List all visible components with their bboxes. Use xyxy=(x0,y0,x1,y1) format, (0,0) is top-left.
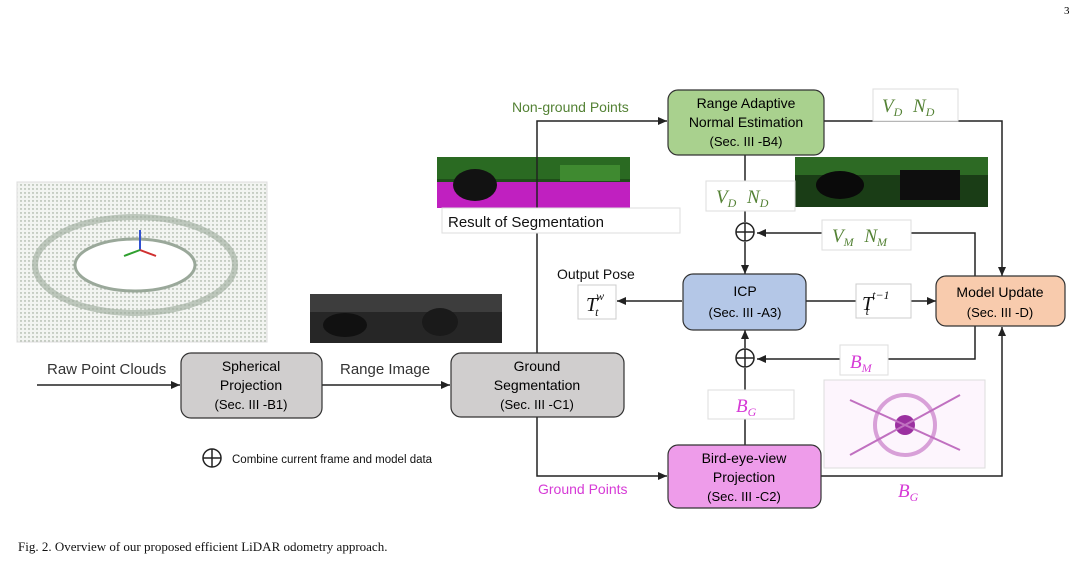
svg-text:(Sec. III -C1): (Sec. III -C1) xyxy=(500,397,574,412)
non-ground-points-image xyxy=(795,157,988,207)
result-of-segmentation-label: Result of Segmentation xyxy=(448,214,604,231)
bird-eye-view-image xyxy=(823,379,986,469)
segmentation-result-image xyxy=(437,157,630,208)
svg-text:Projection: Projection xyxy=(713,469,775,485)
svg-text:VD ND: VD ND xyxy=(882,96,935,121)
svg-text:Model Update: Model Update xyxy=(956,284,1043,300)
vd-nd-mid-label: VD ND xyxy=(705,180,796,212)
svg-text:Twt: Twt xyxy=(586,289,604,319)
svg-text:(Sec. III -C2): (Sec. III -C2) xyxy=(707,489,781,504)
vd-nd-top-label: VD ND xyxy=(872,88,959,122)
range-adaptive-normal-box: Range Adaptive Normal Estimation (Sec. I… xyxy=(667,89,825,156)
model-update-box: Model Update (Sec. III -D) xyxy=(935,275,1066,327)
icp-box: ICP (Sec. III -A3) xyxy=(682,273,807,331)
svg-text:Ground: Ground xyxy=(514,358,561,374)
legend-text: Combine current frame and model data xyxy=(232,454,433,466)
range-image-label: Range Image xyxy=(340,361,430,378)
svg-text:Range Adaptive: Range Adaptive xyxy=(697,95,796,111)
combine-symbol-bottom xyxy=(735,348,755,368)
raw-point-clouds-label: Raw Point Clouds xyxy=(47,361,166,378)
combine-symbol-legend xyxy=(202,448,222,468)
vm-nm-label: VM NM xyxy=(821,219,912,251)
svg-text:BM: BM xyxy=(850,352,873,375)
svg-text:BG: BG xyxy=(898,481,919,504)
bg-center-label: BG xyxy=(707,389,795,420)
svg-text:VM NM: VM NM xyxy=(832,226,888,251)
svg-text:ICP: ICP xyxy=(733,283,756,299)
figure-caption: Fig. 2. Overview of our proposed efficie… xyxy=(18,539,387,554)
ground-points-label: Ground Points xyxy=(538,481,628,497)
svg-text:Tt−1t: Tt−1t xyxy=(862,288,890,318)
output-pose-label: Output Pose xyxy=(557,266,635,282)
svg-text:(Sec. III -D): (Sec. III -D) xyxy=(967,305,1033,320)
ground-segmentation-box: Ground Segmentation (Sec. III -C1) xyxy=(450,352,625,418)
bm-label: BM xyxy=(839,344,889,376)
combine-symbol-top xyxy=(735,222,755,242)
svg-text:Segmentation: Segmentation xyxy=(494,377,580,393)
raw-point-cloud-image xyxy=(16,181,268,343)
svg-text:Spherical: Spherical xyxy=(222,358,280,374)
svg-text:Bird-eye-view: Bird-eye-view xyxy=(702,450,788,466)
range-image-thumbnail xyxy=(310,294,502,343)
spherical-projection-box: Spherical Projection (Sec. III -B1) xyxy=(180,352,323,419)
svg-text:(Sec. III -B1): (Sec. III -B1) xyxy=(215,397,288,412)
non-ground-points-label: Non-ground Points xyxy=(512,99,629,115)
bg-right-label: BG xyxy=(898,481,919,504)
svg-text:(Sec. III -A3): (Sec. III -A3) xyxy=(709,305,782,320)
svg-text:BG: BG xyxy=(736,396,757,419)
svg-text:Projection: Projection xyxy=(220,377,282,393)
svg-text:VD ND: VD ND xyxy=(716,187,769,212)
svg-text:Normal Estimation: Normal Estimation xyxy=(689,114,803,130)
bird-eye-view-box: Bird-eye-view Projection (Sec. III -C2) xyxy=(667,444,822,509)
svg-text:(Sec. III -B4): (Sec. III -B4) xyxy=(710,134,783,149)
page-number: 3 xyxy=(1064,5,1070,17)
